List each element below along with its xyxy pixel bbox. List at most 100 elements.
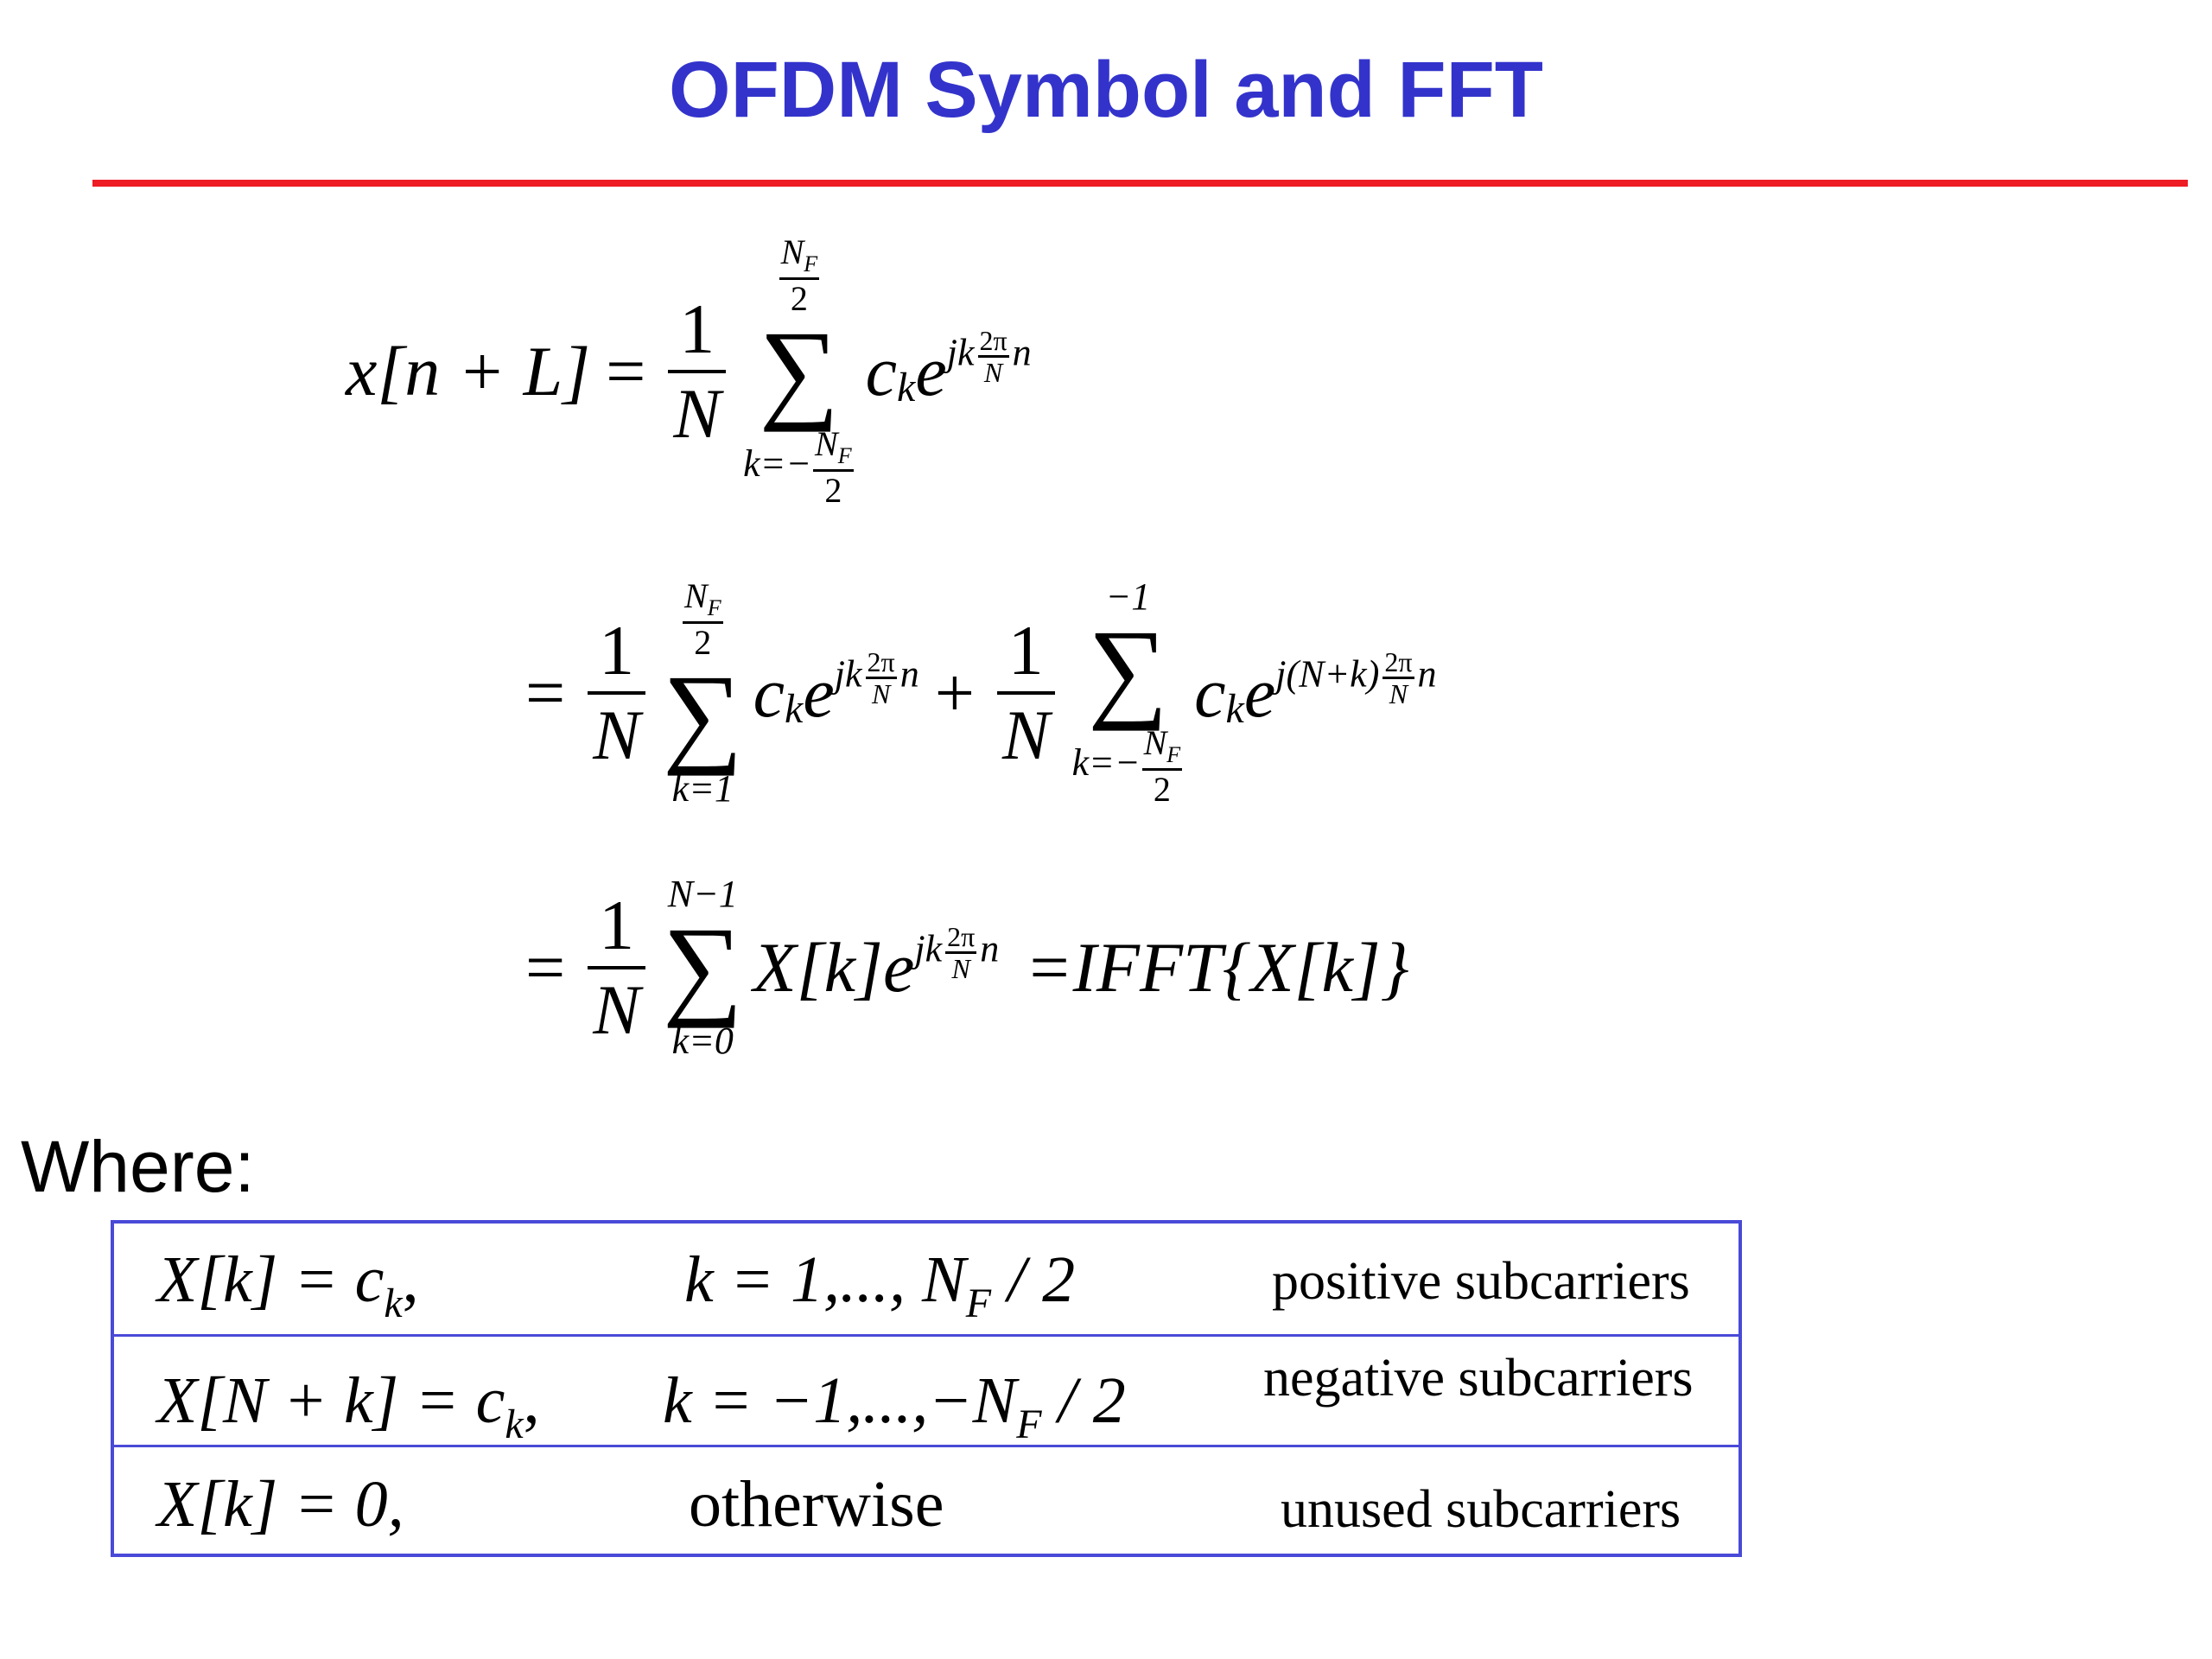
row-range: otherwise <box>689 1468 944 1541</box>
eq2-exp1-den: N <box>871 677 891 709</box>
row-expression: X[k] = ck, <box>157 1243 419 1326</box>
eq2-equals: = <box>525 653 566 732</box>
eq1-term-e: e <box>915 332 947 410</box>
eq1-frac-den: N <box>673 374 721 453</box>
eq2-exp1-pre: jk <box>834 652 862 696</box>
eq3-exp-den: N <box>951 952 970 984</box>
row-range-text: k = 1,..., N <box>684 1243 966 1316</box>
eq3-frac-num: 1 <box>599 886 635 964</box>
subcarrier-definition-table: X[k] = ck, k = 1,..., NF / 2 positive su… <box>111 1220 1742 1557</box>
eq1-sum-upper: NF 2 <box>778 233 822 318</box>
eq1-lhs: x[n + L] <box>346 332 591 410</box>
eq2-sum2-lower-den: 2 <box>1153 769 1171 809</box>
row-expr-sub: k <box>384 1281 403 1326</box>
eq1-sum-upper-den: 2 <box>790 279 808 319</box>
row-range-tail: / 2 <box>991 1243 1076 1316</box>
title-divider <box>92 180 2188 187</box>
eq2-exp2-pre: j(N+k) <box>1275 652 1380 696</box>
eq2-frac2-den: N <box>1001 696 1050 774</box>
row-range-sub: F <box>965 1281 992 1326</box>
eq2-term2-sub: k <box>1225 685 1244 732</box>
eq1-exp-pre: jk <box>946 331 975 374</box>
eq2-frac2-num: 1 <box>1007 611 1044 690</box>
eq1-exp-num: 2π <box>979 324 1007 356</box>
row-expression: X[k] = 0, <box>157 1468 404 1541</box>
eq2-sum1-upper: NF 2 <box>681 577 725 662</box>
eq1-exp-post: n <box>1012 331 1032 374</box>
eq1-equals: = <box>606 332 646 410</box>
row-expr-tail: , <box>402 1243 419 1316</box>
eq2-exp2-num: 2π <box>1384 645 1413 677</box>
eq2-sum2-lower: k=− NF 2 <box>1072 724 1185 809</box>
sigma-icon: ∑ <box>1088 607 1168 733</box>
eq3-exp-pre: jk <box>914 927 943 970</box>
eq1-sum-lower-prefix: k=− <box>743 442 812 485</box>
eq2-sum1-upper-num: N <box>684 576 708 616</box>
row-range-tail: / 2 <box>1041 1364 1126 1437</box>
eq1-summation: NF 2 ∑ k=− NF 2 <box>743 233 855 510</box>
eq3-sum-lower: k=0 <box>671 1019 734 1062</box>
where-label: Where: <box>21 1126 255 1207</box>
eq3-fraction: 1 N <box>588 885 645 1051</box>
eq3-rhs: =IFFT{X[k]} <box>1025 928 1409 1007</box>
eq2-frac1-den: N <box>593 696 640 774</box>
row-expr-text: X[N + k] = c <box>157 1364 505 1437</box>
eq2-sum2-lower-num: N <box>1143 722 1167 762</box>
eq2-term1-sub: k <box>785 685 804 732</box>
row-range: k = −1,...,−NF / 2 <box>663 1363 1126 1447</box>
row-description: positive subcarriers <box>1272 1252 1690 1311</box>
eq2-exp1-post: n <box>899 652 919 696</box>
table-row: X[N + k] = ck, k = −1,...,−NF / 2 negati… <box>114 1334 1738 1447</box>
eq1-sum-upper-sub: F <box>804 251 818 277</box>
eq2-exp2-den: N <box>1389 677 1408 709</box>
eq1-term-sub: k <box>897 364 916 410</box>
eq2-sum1-lower: k=1 <box>671 766 734 810</box>
eq3-term: X[k]e <box>753 928 915 1007</box>
eq2-exp2-post: n <box>1417 652 1437 696</box>
eq2-fraction-2: 1 N <box>996 610 1055 776</box>
row-description: unused subcarriers <box>1281 1480 1681 1539</box>
eq1-frac-bar <box>668 370 727 373</box>
eq3-summation: N−1 ∑ k=0 <box>663 874 743 1061</box>
eq3-exp-post: n <box>980 927 1000 970</box>
eq2-term2-e: e <box>1243 653 1276 732</box>
page-title: OFDM Symbol and FFT <box>669 46 1543 134</box>
eq1-sum-lower-num: N <box>815 423 838 463</box>
eq1-sum-upper-num: N <box>780 232 804 272</box>
eq1-fraction: 1 N <box>668 289 727 454</box>
eq2-sum2-lower-prefix: k=− <box>1071 741 1141 784</box>
row-expr-text: X[k] = c <box>157 1243 385 1316</box>
eq2-fraction-1: 1 N <box>588 610 645 776</box>
eq1-term-c: c <box>865 332 898 410</box>
eq3-equals: = <box>525 928 566 1007</box>
eq3-exp-num: 2π <box>947 920 976 952</box>
row-expression: X[N + k] = ck, <box>157 1363 540 1447</box>
eq2-summation-1: NF 2 ∑ k=1 <box>663 577 743 809</box>
eq1-frac-num: 1 <box>679 289 715 368</box>
row-expr-sub: k <box>505 1402 524 1447</box>
eq2-frac1-num: 1 <box>599 611 635 690</box>
eq3-frac-den: N <box>593 970 640 1049</box>
row-range-text: k = −1,...,−N <box>663 1364 1017 1437</box>
eq2-term1-e: e <box>803 653 835 732</box>
sigma-icon: ∑ <box>662 905 743 1030</box>
table-row: X[k] = ck, k = 1,..., NF / 2 positive su… <box>114 1224 1738 1337</box>
eq1-exp-den: N <box>983 356 1003 388</box>
eq2-term2-c: c <box>1194 653 1226 732</box>
eq2-sum2-upper: −1 <box>1105 575 1151 619</box>
eq1-sum-lower: k=− NF 2 <box>743 425 855 510</box>
row-description: negative subcarriers <box>1263 1349 1694 1408</box>
table-row: X[k] = 0, otherwise unused subcarriers <box>114 1445 1738 1555</box>
row-range-sub: F <box>1016 1402 1042 1447</box>
eq2-summation-2: −1 ∑ k=− NF 2 <box>1072 575 1185 809</box>
eq2-sum1-upper-sub: F <box>707 595 721 621</box>
eq2-sum2-lower-sub: F <box>1166 741 1181 767</box>
row-range: k = 1,..., NF / 2 <box>684 1243 1076 1326</box>
eq2-plus: + <box>934 653 975 732</box>
